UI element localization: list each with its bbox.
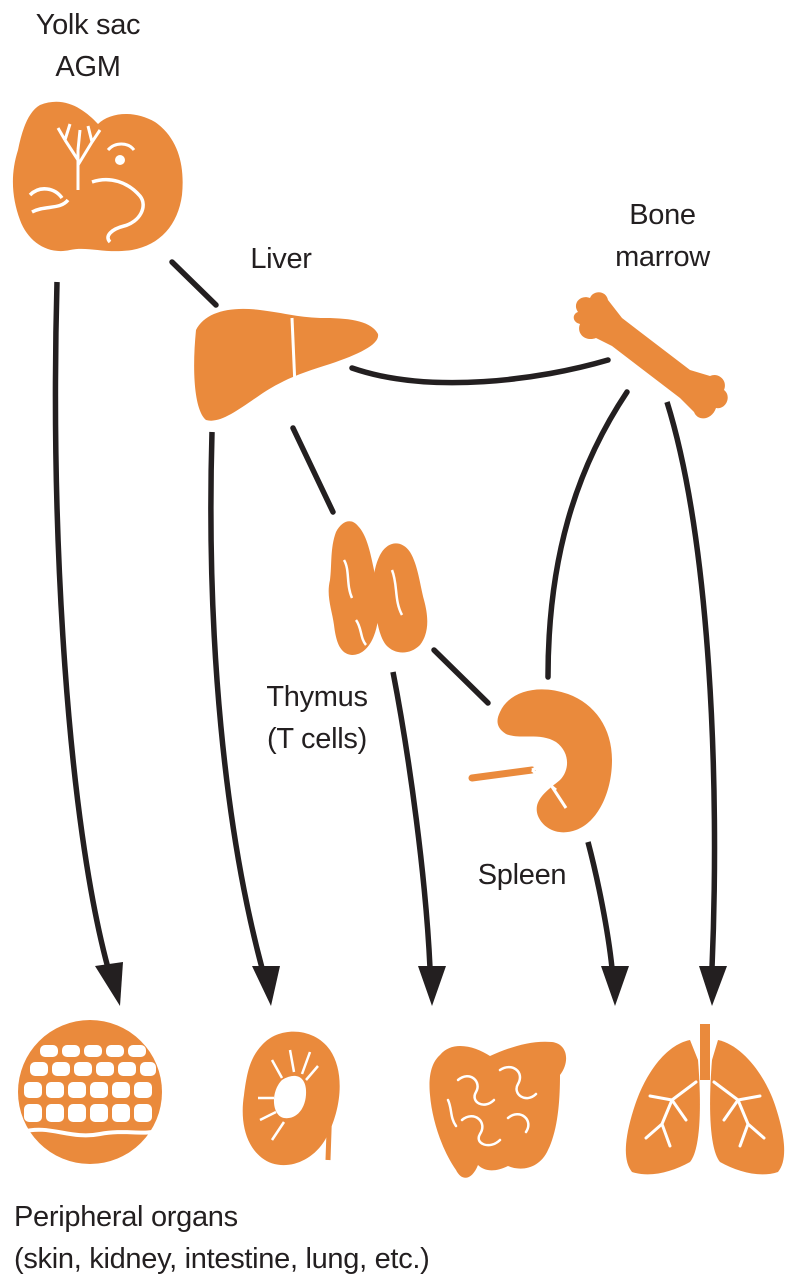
embryo-icon [13, 102, 183, 251]
label-bone-marrow: Bone marrow [600, 194, 725, 278]
arrow-bone-to-lung [667, 402, 715, 968]
label-spleen: Spleen [462, 854, 582, 896]
label-peripheral-line1: Peripheral organs [14, 1196, 484, 1238]
line-bone-to-spleen [548, 392, 627, 677]
label-thymus-line2: (T cells) [252, 718, 382, 760]
label-thymus: Thymus (T cells) [252, 676, 382, 760]
arrow-thymus-to-intestine [393, 672, 430, 968]
label-yolk-sac: Yolk sac AGM [28, 4, 148, 88]
arrowheads [95, 962, 727, 1006]
arrowhead-bone-lung [699, 966, 727, 1006]
spleen-icon [472, 689, 612, 832]
bone-icon [574, 292, 728, 418]
line-liver-to-thymus [293, 428, 333, 512]
label-liver: Liver [236, 238, 326, 280]
arrowhead-kidney [252, 966, 280, 1006]
arrowhead-intestine [418, 966, 446, 1006]
label-yolk-sac-line1: Yolk sac [28, 4, 148, 46]
lung-icon [626, 1024, 784, 1174]
label-peripheral-line2: (skin, kidney, intestine, lung, etc.) [14, 1238, 484, 1280]
label-peripheral-organs: Peripheral organs (skin, kidney, intesti… [14, 1196, 484, 1280]
arrowhead-spleen-lung [601, 966, 629, 1006]
thymus-icon [329, 521, 428, 655]
liver-icon [194, 309, 378, 421]
arrow-spleen-to-lung [588, 842, 612, 968]
label-thymus-line1: Thymus [252, 676, 382, 718]
line-yolk-to-liver [172, 262, 216, 305]
arrow-yolk-to-skin [56, 282, 108, 968]
intestine-icon [429, 1042, 566, 1178]
label-yolk-sac-line2: AGM [28, 46, 148, 88]
arrowhead-skin [95, 962, 123, 1006]
label-bone-marrow-line2: marrow [600, 236, 725, 278]
label-bone-marrow-line1: Bone [600, 194, 725, 236]
kidney-icon [243, 1032, 340, 1166]
label-liver-text: Liver [236, 238, 326, 280]
line-liver-to-bone [352, 360, 608, 383]
skin-icon [18, 1020, 162, 1164]
line-thymus-to-spleen [434, 650, 488, 703]
label-spleen-text: Spleen [462, 854, 582, 896]
